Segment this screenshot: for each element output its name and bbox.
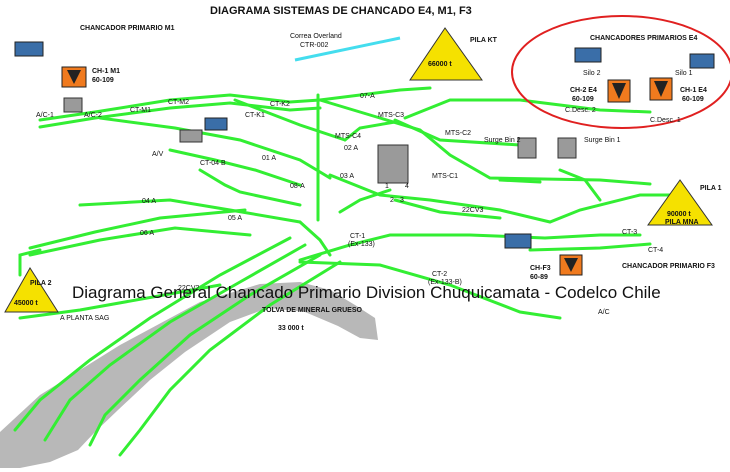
label-silo2: Silo 2 bbox=[583, 70, 601, 77]
label-pila-mna: PILA MNA bbox=[665, 219, 699, 226]
label-01a: 01 A bbox=[262, 155, 276, 162]
label-mts-c2: MTS-C2 bbox=[445, 130, 471, 137]
label-pila2: PILA 2 bbox=[30, 280, 52, 287]
label-ct-m1: CT-M1 bbox=[130, 107, 151, 114]
pila-2-pile bbox=[4, 267, 59, 313]
label-pila-kt: PILA KT bbox=[470, 37, 498, 44]
label-ctr002: CTR-002 bbox=[300, 42, 329, 49]
label-ct04b: CT-04 B bbox=[200, 160, 226, 167]
label-surge-bin1: Surge Bin 1 bbox=[584, 137, 621, 144]
trucks bbox=[14, 41, 715, 249]
diagram-labels: CHANCADOR PRIMARIO M1 CH-1 M1 60-109 A/C… bbox=[14, 25, 722, 332]
label-ch2-e4-model: 60-109 bbox=[572, 96, 594, 103]
caption: Diagrama General Chancado Primario Divis… bbox=[72, 283, 661, 302]
label-ct4: CT-4 bbox=[648, 247, 663, 254]
label-ajc2: A/C-2 bbox=[84, 112, 102, 119]
label-22cv2: 22CV2 bbox=[178, 285, 200, 292]
label-ch1-m1: CH-1 M1 bbox=[92, 68, 120, 75]
label-a-planta-sag: A PLANTA SAG bbox=[60, 315, 109, 322]
label-22cv3: 22CV3 bbox=[462, 207, 484, 214]
label-correa-overland: Correa Overland bbox=[290, 33, 342, 40]
label-n3: 3 bbox=[400, 197, 404, 204]
label-ct3: CT-3 bbox=[622, 229, 637, 236]
label-tolva-t: 33 000 t bbox=[278, 325, 304, 332]
label-ct-k1: CT-K1 bbox=[245, 112, 265, 119]
label-n4: 4 bbox=[405, 183, 409, 190]
diagram-title: DIAGRAMA SISTEMAS DE CHANCADO E4, M1, F3 bbox=[210, 5, 472, 17]
label-08a: 08-A bbox=[290, 183, 305, 190]
label-ch2-e4: CH-2 E4 bbox=[570, 87, 597, 94]
label-ct2-sub: (Ex-133-B) bbox=[428, 279, 462, 286]
label-cdesc1: C.Desc. 1 bbox=[650, 117, 681, 124]
label-05a: 05 A bbox=[228, 215, 242, 222]
label-pila1: PILA 1 bbox=[700, 185, 722, 192]
label-pila1-t: 90000 t bbox=[667, 211, 691, 218]
label-pila2-t: 45000 t bbox=[14, 300, 38, 307]
pila-1-pile bbox=[647, 179, 713, 226]
label-ct1: CT-1 bbox=[350, 233, 365, 240]
label-chancador-f3: CHANCADOR PRIMARIO F3 bbox=[622, 263, 715, 270]
label-ch1-e4: CH-1 E4 bbox=[680, 87, 707, 94]
label-02a: 02 A bbox=[344, 145, 358, 152]
label-ct-k2: CT-K2 bbox=[270, 101, 290, 108]
e4-highlight bbox=[511, 15, 730, 129]
label-surge-bin2: Surge Bin 2 bbox=[484, 137, 521, 144]
label-silo1: Silo 1 bbox=[675, 70, 693, 77]
label-chancador-m1: CHANCADOR PRIMARIO M1 bbox=[80, 25, 175, 32]
label-ajc-f3: A/C bbox=[598, 309, 610, 316]
overland-conveyor bbox=[294, 36, 401, 62]
label-ct2: CT-2 bbox=[432, 271, 447, 278]
label-03a-top: 03 A bbox=[340, 173, 354, 180]
label-06a: 06 A bbox=[140, 230, 154, 237]
label-ch1-e4-model: 60-109 bbox=[682, 96, 704, 103]
pila-kt-pile bbox=[409, 27, 483, 81]
crushers bbox=[61, 66, 673, 276]
label-ch1-m1-model: 60-109 bbox=[92, 77, 114, 84]
conveyor-network bbox=[13, 86, 682, 457]
label-ct1-sub: (Ex-133) bbox=[348, 241, 375, 248]
label-cdesc2: C.Desc. 2 bbox=[565, 107, 596, 114]
label-mts-c4: MTS-C4 bbox=[335, 133, 361, 140]
label-ajc1: A/C-1 bbox=[36, 112, 54, 119]
label-mts-c3: MTS-C3 bbox=[378, 112, 404, 119]
label-ch-f3: CH-F3 bbox=[530, 265, 551, 272]
label-mts-c1: MTS-C1 bbox=[432, 173, 458, 180]
bins bbox=[63, 97, 577, 184]
label-n2: 2 bbox=[390, 197, 394, 204]
label-04a: 04 A bbox=[142, 198, 156, 205]
label-07a: 07-A bbox=[360, 93, 375, 100]
label-ct-m2: CT-M2 bbox=[168, 99, 189, 106]
label-chancadores-e4: CHANCADORES PRIMARIOS E4 bbox=[590, 35, 697, 42]
label-pila-kt-t: 66000 t bbox=[428, 61, 452, 68]
label-n1: 1 bbox=[385, 183, 389, 190]
label-ch-f3-model: 60-89 bbox=[530, 274, 548, 281]
label-av: A/V bbox=[152, 151, 164, 158]
tolva-shape bbox=[0, 282, 378, 468]
label-tolva: TOLVA DE MINERAL GRUESO bbox=[262, 307, 363, 314]
